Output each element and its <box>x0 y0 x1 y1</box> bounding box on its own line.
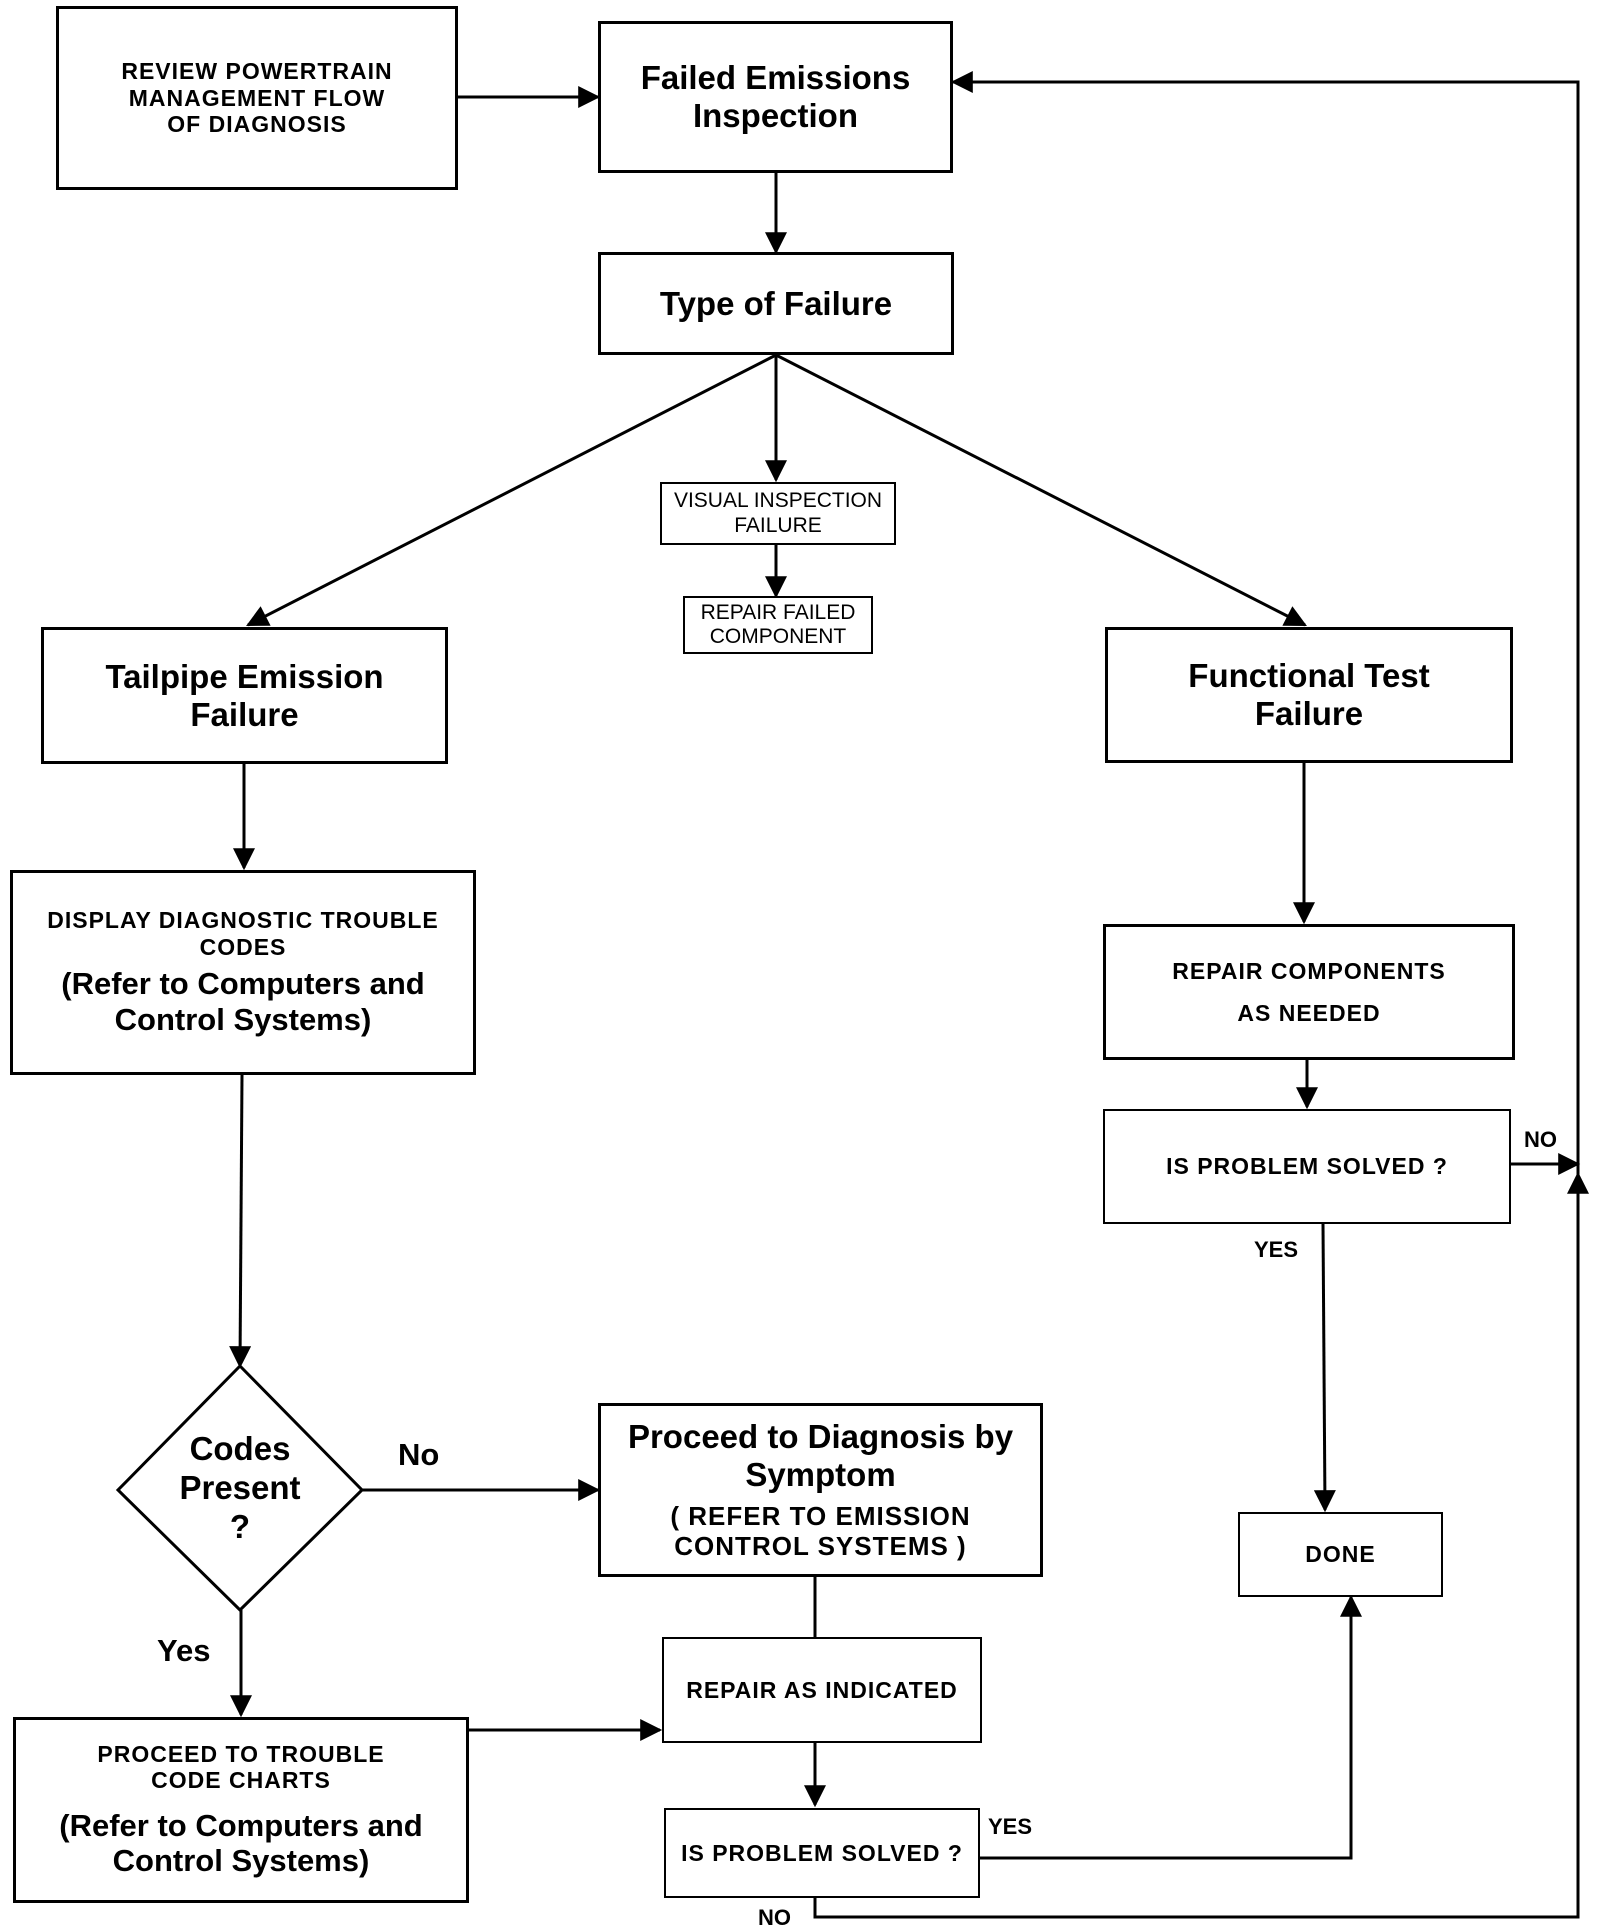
display-codes-box: DISPLAY DIAGNOSTIC TROUBLE CODES (Refer … <box>10 870 476 1075</box>
edge-label-no-bottom: NO <box>758 1905 791 1930</box>
proceed-symptom-line-2: Symptom <box>745 1456 896 1494</box>
edge-loop-to-failed <box>950 71 1580 1174</box>
edge-label-yes-right: YES <box>1254 1237 1299 1262</box>
proceed-symptom-refer-2: CONTROL SYSTEMS ) <box>674 1530 967 1561</box>
is-problem-solved-bottom-box: IS PROBLEM SOLVED ? <box>664 1808 980 1898</box>
edge-label-yes-bottom: YES <box>988 1814 1033 1839</box>
codes-present-label: Codes Present ? <box>150 1430 330 1547</box>
display-codes-refer-2: Control Systems) <box>114 1001 372 1037</box>
functional-line-1: Functional Test <box>1188 657 1430 695</box>
is-problem-solved-right-box: IS PROBLEM SOLVED ? <box>1103 1109 1511 1224</box>
edge-label-yes-codes: Yes <box>157 1633 211 1668</box>
trouble-charts-caps-2: CODE CHARTS <box>151 1767 331 1794</box>
trouble-code-charts-box: PROCEED TO TROUBLE CODE CHARTS (Refer to… <box>13 1717 469 1903</box>
tailpipe-emission-box: Tailpipe Emission Failure <box>41 627 448 764</box>
is-problem-solved-bottom-label: IS PROBLEM SOLVED ? <box>681 1839 963 1866</box>
tailpipe-line-1: Tailpipe Emission <box>105 657 384 695</box>
functional-line-2: Failure <box>1254 695 1364 732</box>
codes-present-line-2: Present <box>179 1468 301 1506</box>
repair-as-indicated-box: REPAIR AS INDICATED <box>662 1637 982 1743</box>
trouble-charts-refer-1: (Refer to Computers and <box>59 1807 423 1843</box>
edge-display-to-codes <box>229 1074 252 1369</box>
repair-failed-line-2: COMPONENT <box>709 625 847 648</box>
display-codes-caps-2: CODES <box>199 933 287 960</box>
is-problem-solved-right-label: IS PROBLEM SOLVED ? <box>1166 1153 1448 1180</box>
edge-label-no-codes: No <box>398 1437 440 1472</box>
failed-emissions-line-1: Failed Emissions <box>640 59 911 97</box>
proceed-symptom-box: Proceed to Diagnosis by Symptom ( REFER … <box>598 1403 1043 1577</box>
failed-emissions-box: Failed Emissions Inspection <box>598 21 953 173</box>
repair-as-indicated-label: REPAIR AS INDICATED <box>686 1676 958 1703</box>
review-line-2: MANAGEMENT FLOW <box>128 84 386 111</box>
proceed-symptom-line-1: Proceed to Diagnosis by <box>627 1418 1014 1456</box>
review-line-1: REVIEW POWERTRAIN <box>121 58 393 85</box>
repair-components-line-2: AS NEEDED <box>1237 1000 1381 1026</box>
functional-test-box: Functional Test Failure <box>1105 627 1513 763</box>
review-line-3: OF DIAGNOSIS <box>167 111 347 138</box>
failed-emissions-line-2: Inspection <box>692 97 859 134</box>
trouble-charts-caps-1: PROCEED TO TROUBLE <box>97 1740 385 1767</box>
tailpipe-line-2: Failure <box>190 695 299 733</box>
display-codes-caps-1: DISPLAY DIAGNOSTIC TROUBLE <box>47 907 439 934</box>
visual-inspection-line-1: VISUAL INSPECTION <box>673 489 883 513</box>
type-of-failure-box: Type of Failure <box>598 252 954 355</box>
trouble-charts-refer-2: Control Systems) <box>112 1843 370 1879</box>
type-of-failure-label: Type of Failure <box>659 284 893 322</box>
done-box: DONE <box>1238 1512 1443 1597</box>
edge-solved-bottom-to-done <box>980 1594 1362 1860</box>
done-label: DONE <box>1305 1541 1376 1568</box>
review-powertrain-box: REVIEW POWERTRAIN MANAGEMENT FLOW OF DIA… <box>56 6 458 190</box>
repair-components-line-1: REPAIR COMPONENTS <box>1172 957 1446 984</box>
codes-present-line-3: ? <box>229 1507 251 1545</box>
edge-type-to-tailpipe <box>246 353 777 627</box>
edge-type-to-functional <box>775 353 1307 627</box>
repair-components-box: REPAIR COMPONENTS AS NEEDED <box>1103 924 1515 1060</box>
edge-solved-right-to-done <box>1313 1223 1336 1513</box>
repair-failed-component-box: REPAIR FAILED COMPONENT <box>683 596 873 654</box>
edge-solved-bottom-no-loop <box>813 1171 1589 1919</box>
repair-failed-line-1: REPAIR FAILED <box>700 600 856 624</box>
edge-label-no-right: NO <box>1524 1127 1557 1152</box>
visual-inspection-box: VISUAL INSPECTION FAILURE <box>660 482 896 545</box>
codes-present-line-1: Codes <box>189 1430 291 1467</box>
display-codes-refer-1: (Refer to Computers and <box>61 966 425 1002</box>
visual-inspection-line-2: FAILURE <box>734 513 822 537</box>
codes-present-diamond <box>115 1363 365 1613</box>
proceed-symptom-refer-1: ( REFER TO EMISSION <box>670 1501 971 1532</box>
